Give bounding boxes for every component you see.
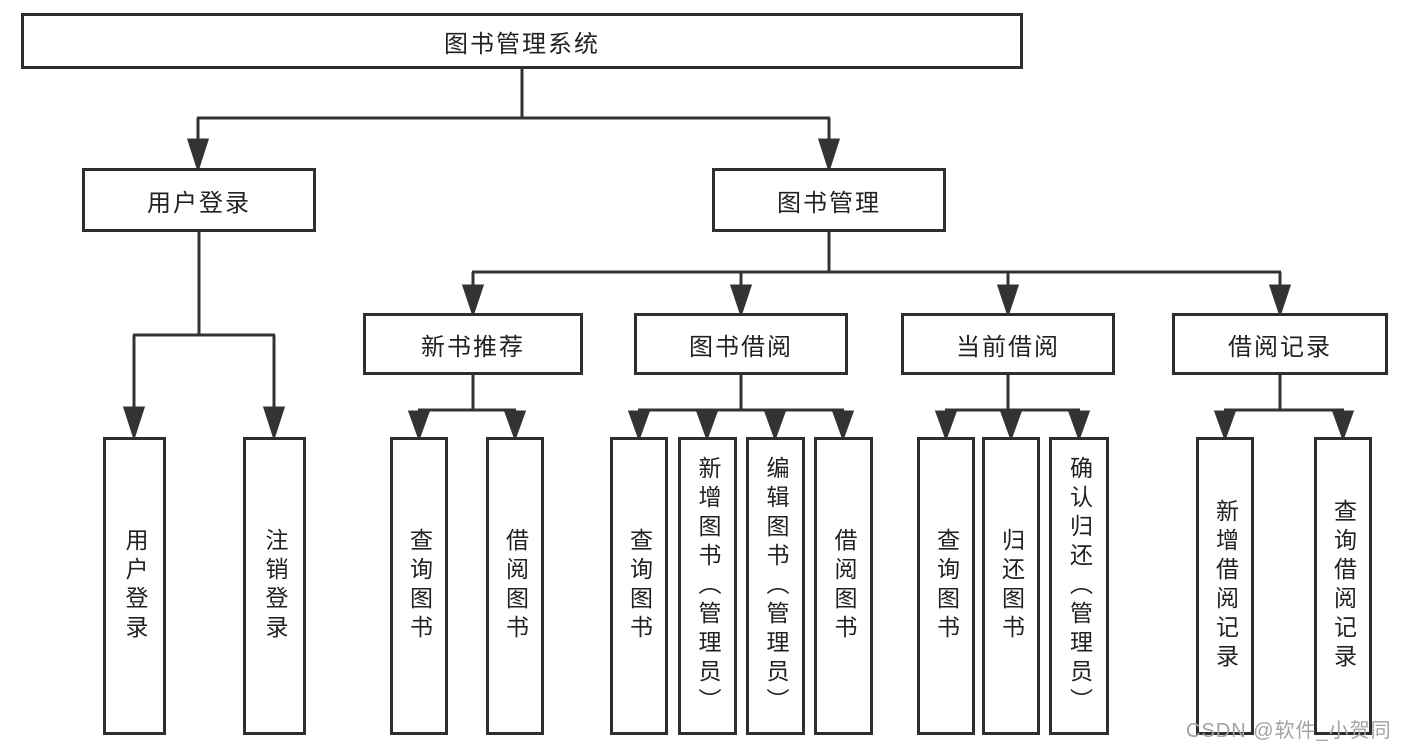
leaf-current-query: 查询图书 (917, 437, 975, 735)
leaf-label: 查询图书 (933, 528, 960, 644)
node-current-borrow: 当前借阅 (901, 313, 1115, 375)
leaf-label: 归还图书 (998, 528, 1025, 644)
leaf-label: 查询图书 (626, 528, 653, 644)
leaf-records-query: 查询借阅记录 (1314, 437, 1372, 735)
leaf-current-return: 归还图书 (982, 437, 1040, 735)
leaf-label: 用户登录 (122, 528, 148, 644)
leaf-logout: 注销登录 (243, 437, 306, 735)
edge-current-borrow-to-leaves (934, 375, 1091, 442)
node-borrow-records: 借阅记录 (1172, 313, 1388, 375)
leaf-label: 借阅图书 (502, 528, 529, 644)
edge-book-mgmt-to-level3 (461, 232, 1292, 318)
node-book-borrow: 图书借阅 (634, 313, 848, 375)
leaf-borrow-edit-admin: 编辑图书（管理员） (746, 437, 805, 735)
leaf-newbooks-borrow: 借阅图书 (486, 437, 544, 735)
csdn-watermark: CSDN @软件_小贺同学 (1186, 720, 1392, 742)
leaf-borrow-add-admin: 新增图书（管理员） (678, 437, 737, 735)
node-book-management: 图书管理 (712, 168, 946, 232)
leaf-label: 查询借阅记录 (1330, 499, 1357, 673)
leaf-borrow-query: 查询图书 (610, 437, 668, 735)
leaf-label: 借阅图书 (831, 528, 857, 644)
leaf-user-login: 用户登录 (103, 437, 166, 735)
leaf-borrow-borrow: 借阅图书 (814, 437, 873, 735)
leaf-records-add: 新增借阅记录 (1196, 437, 1254, 735)
node-user-login: 用户登录 (82, 168, 316, 232)
leaf-label: 查询图书 (406, 528, 433, 644)
edge-user-login-to-leaves (122, 232, 286, 441)
leaf-label: 注销登录 (262, 528, 288, 644)
leaf-label: 确认归还（管理员） (1066, 455, 1093, 717)
edge-root-to-level2 (186, 69, 841, 173)
node-system-root: 图书管理系统 (21, 13, 1023, 69)
node-new-book-recommend: 新书推荐 (363, 313, 583, 375)
leaf-label: 编辑图书（管理员） (763, 455, 789, 717)
leaf-label: 新增借阅记录 (1212, 499, 1239, 673)
edge-book-borrow-to-leaves (627, 375, 855, 442)
leaf-label: 新增图书（管理员） (695, 455, 721, 717)
edge-new-books-to-leaves (407, 375, 527, 442)
leaf-newbooks-query: 查询图书 (390, 437, 448, 735)
leaf-current-confirm-return-admin: 确认归还（管理员） (1049, 437, 1109, 735)
edge-borrow-records-to-leaves (1213, 375, 1355, 442)
